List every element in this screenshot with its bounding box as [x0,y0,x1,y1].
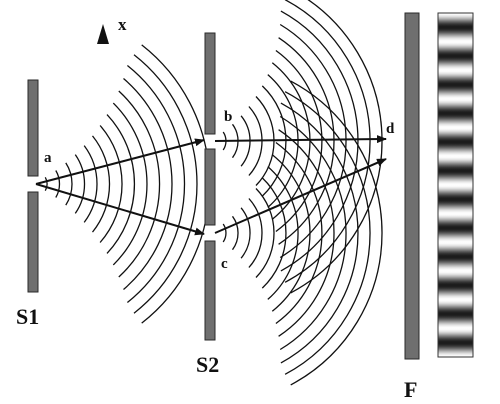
label-slit-c: c [221,256,228,272]
up-arrow-icon [97,24,109,44]
screen-s2-upper [204,32,216,135]
wavefront-arc [126,64,186,304]
wavefront-arc [278,37,335,245]
wavefront-arc [267,166,299,300]
wavefront-arc [271,154,311,312]
wavefront-arc [284,91,371,375]
wavefront-arc [280,10,359,272]
screen-s1 [27,79,39,293]
wavefront-arc [106,114,136,254]
wavefront-arc [290,0,383,294]
wavefront-arc [275,49,323,233]
ray-b-to-d [214,135,387,144]
wavefront-arc [112,102,148,266]
wavefront-arc [248,198,263,268]
label-screen-f: F [404,377,417,402]
wavefront-arc [284,0,371,283]
screen-s2-middle [204,148,216,226]
wavefront-arc [279,23,347,259]
wavefront-arc [123,78,173,290]
wavefront-arc [231,215,239,251]
screen-s1-lower [27,191,39,293]
wavefront-arc [44,176,48,192]
screen-s2-lower [204,240,216,341]
ray-a-to-c [35,183,205,236]
wavefront-arc [74,154,86,214]
x-axis-label: x [118,15,127,34]
wavefront-arc [255,188,275,278]
wavefront-arc [240,207,251,259]
wavefront-arc [65,162,73,206]
interference-fringes [438,13,473,357]
label-screen-s2: S2 [196,352,219,377]
wavefront-arc [141,44,211,324]
screen-f [404,12,420,360]
screen-s1-upper [27,79,39,177]
label-screen-s1: S1 [16,304,39,329]
wavefront-arc [261,177,287,289]
wavefront-arc [91,135,111,233]
label-slit-a: a [44,150,52,166]
wavefront-arc [118,90,161,278]
wavefront-arc [83,145,98,223]
interference-pattern [438,13,473,357]
wavefront-arc [278,129,335,337]
wavefront-arc [280,102,359,364]
ray-a-to-b [35,138,205,185]
x-axis-indicator: x [97,15,127,44]
wavefronts-from-a [44,44,211,324]
ray-arrows [35,135,387,236]
screen-s2 [204,32,216,341]
interference-pattern-border [437,12,474,358]
ray-c-to-d [214,158,387,234]
wavefront-arc [290,80,383,386]
wavefronts-from-c [222,80,383,386]
wavefront-arc [279,115,347,351]
wavefront-arc [275,141,323,325]
wavefront-arc [133,54,198,314]
label-slit-b: b [224,109,232,125]
wavefront-arc [99,125,123,243]
wavefront-arc [55,170,61,198]
label-point-d: d [386,121,395,137]
wavefront-arc [222,223,227,243]
